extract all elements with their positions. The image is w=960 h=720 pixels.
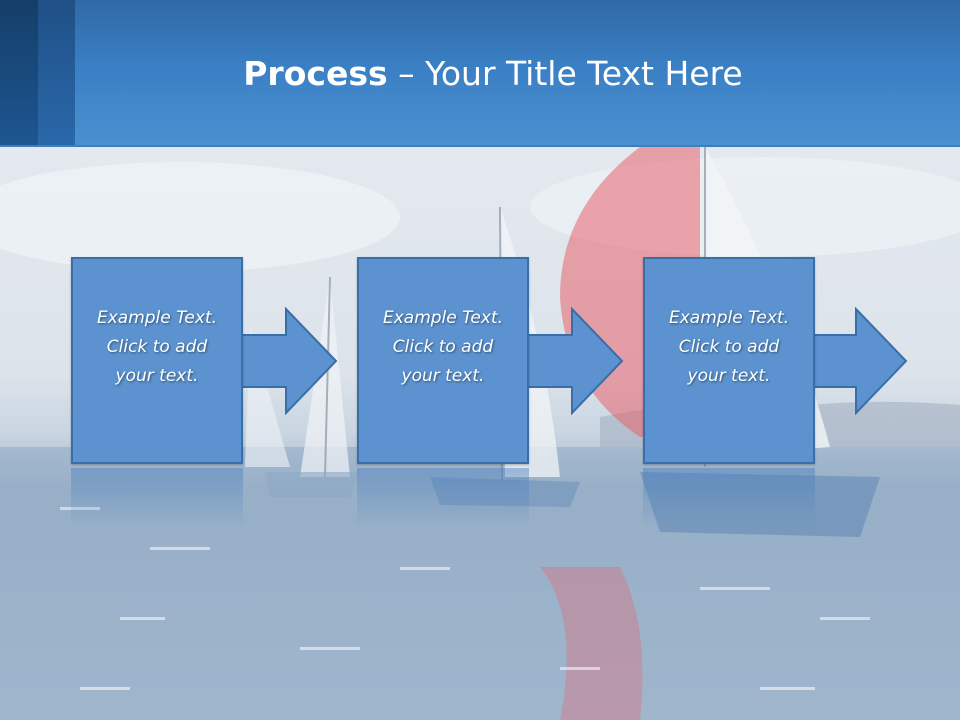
step-line: your text.	[401, 366, 485, 386]
step-reflection	[71, 468, 243, 528]
step-line: your text.	[687, 366, 771, 386]
process-step-1[interactable]: Example Text. Click to add your text.	[71, 257, 243, 464]
step-text[interactable]: Example Text. Click to add your text.	[649, 304, 809, 391]
right-arrow-icon	[231, 307, 338, 415]
step-line: Click to add	[392, 337, 494, 357]
right-arrow-icon	[517, 307, 624, 415]
step-line: Example Text.	[668, 308, 790, 328]
step-text[interactable]: Example Text. Click to add your text.	[77, 304, 237, 391]
step-line: Click to add	[106, 337, 208, 357]
step-text[interactable]: Example Text. Click to add your text.	[363, 304, 523, 391]
step-line: your text.	[115, 366, 199, 386]
step-line: Click to add	[678, 337, 780, 357]
title-banner: Process – Your Title Text Here	[0, 0, 960, 147]
banner-accent-strip	[0, 0, 38, 145]
banner-accent-strip	[38, 0, 75, 145]
step-reflection	[357, 468, 529, 528]
right-arrow-icon	[801, 307, 908, 415]
step-reflection	[643, 468, 815, 528]
slide-title[interactable]: Process – Your Title Text Here	[0, 52, 960, 96]
step-line: Example Text.	[382, 308, 504, 328]
step-line: Example Text.	[96, 308, 218, 328]
title-bold-text: Process	[243, 54, 388, 93]
title-rest-text: – Your Title Text Here	[387, 54, 743, 93]
process-step-2[interactable]: Example Text. Click to add your text.	[357, 257, 529, 464]
process-step-3[interactable]: Example Text. Click to add your text.	[643, 257, 815, 464]
